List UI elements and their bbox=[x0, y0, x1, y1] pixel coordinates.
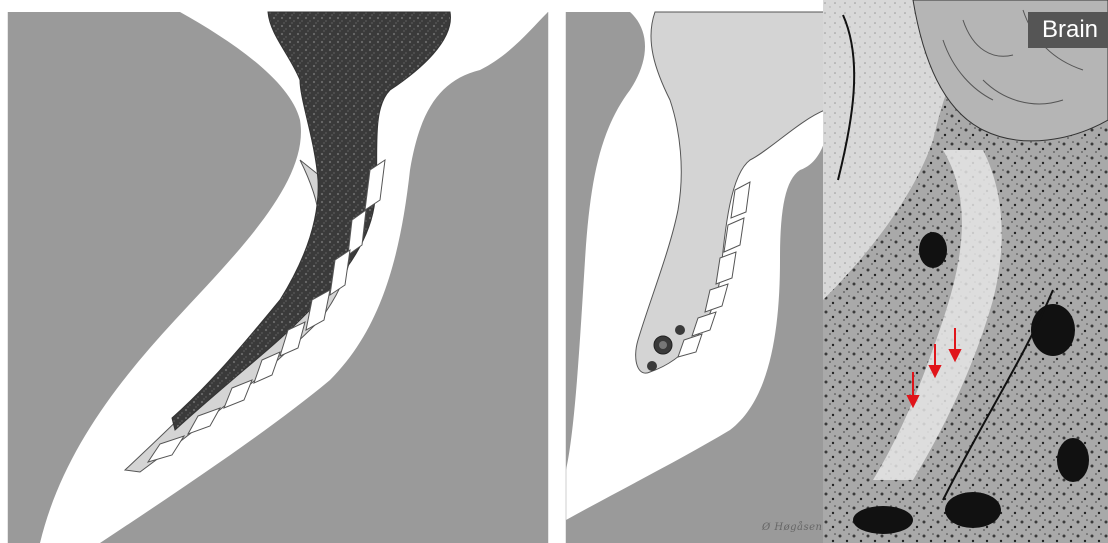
schematic-left-drawing bbox=[0, 0, 552, 543]
schematic-panel-middle bbox=[560, 0, 825, 543]
artist-signature: Ø Høgåsen bbox=[762, 522, 822, 533]
schematic-panel-left bbox=[0, 0, 552, 543]
histology-image bbox=[823, 0, 1108, 543]
panel-label-box: Brain bbox=[1028, 12, 1108, 48]
panel-label-brain: Brain bbox=[1042, 16, 1098, 43]
schematic-middle-drawing bbox=[560, 0, 825, 543]
histology-panel: Brain bbox=[823, 0, 1108, 543]
